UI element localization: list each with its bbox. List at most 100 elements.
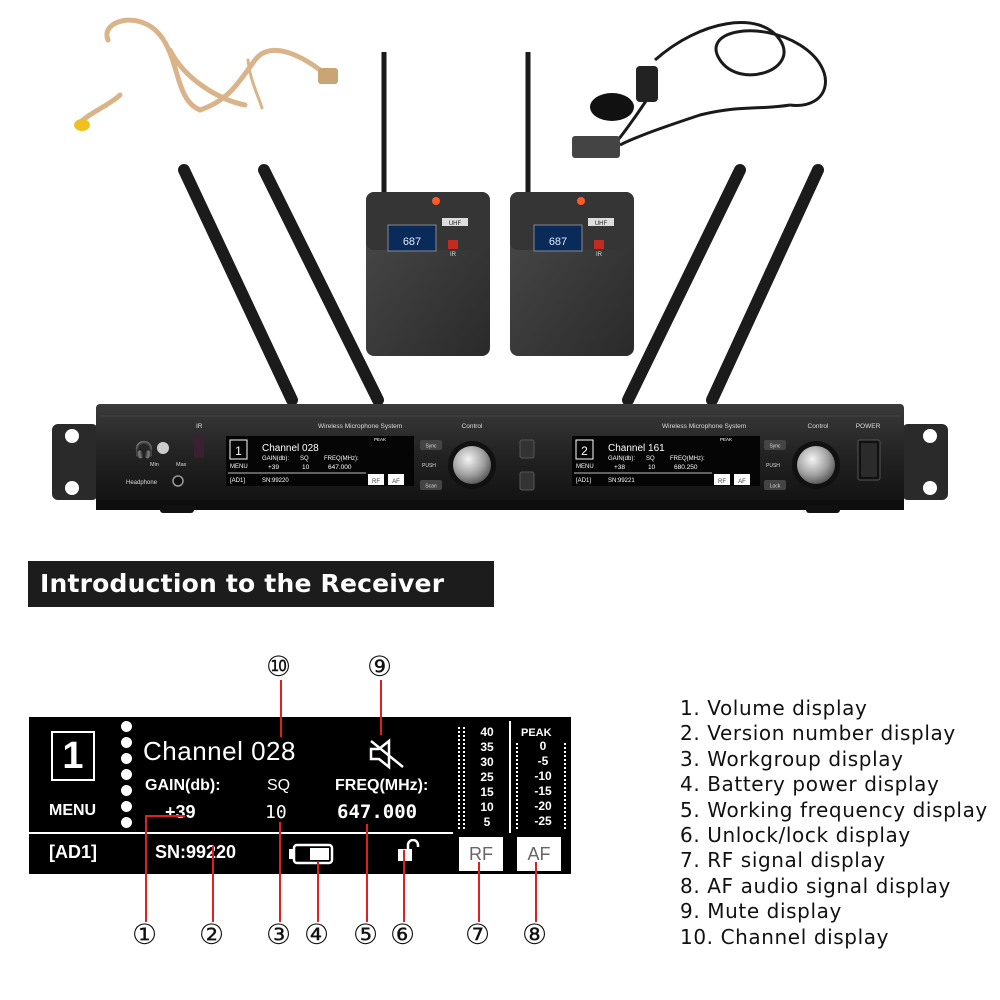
sync-label-right: Sync	[769, 444, 781, 450]
rf-scale-tick: 5	[483, 815, 491, 829]
callout-9: ⑨	[367, 650, 393, 683]
peak-label: PEAK	[521, 727, 552, 739]
mini-screen-sn: SN:99220	[262, 478, 289, 484]
mini-screen-gain: +38	[614, 464, 625, 471]
callout-8: ⑧	[522, 918, 548, 951]
volume-knob[interactable]	[157, 442, 169, 454]
transmitter-band-label: UHF	[595, 221, 608, 227]
transmitter-band-label: UHF	[449, 221, 462, 227]
freq-value: 647.000	[337, 801, 418, 823]
mini-screen-gain-label: GAIN(db):	[262, 456, 289, 462]
mini-screen-peak: PEAK	[720, 437, 732, 442]
rf-scale-tick: 35	[480, 740, 494, 754]
version-number-display: SN:99220	[155, 842, 237, 862]
callout-5: ⑤	[353, 918, 379, 951]
channel-number: 1	[62, 735, 84, 777]
gain-label: GAIN(db):	[145, 777, 221, 794]
rf-scale-tick: 25	[480, 770, 494, 784]
rf-label: RF	[469, 844, 493, 864]
af-box	[517, 837, 561, 871]
lavalier-windscreen-icon	[590, 93, 634, 121]
rack-receiver: Wireless Microphone System Wireless Micr…	[52, 404, 948, 513]
control-label-left: Control	[462, 423, 484, 430]
headphone-icon: 🎧	[134, 440, 154, 459]
headset-microphone	[75, 17, 323, 128]
scan-label-left: Scan	[425, 484, 437, 490]
mini-screen-sn: SN:99221	[608, 478, 635, 484]
callout-10: ⑩	[266, 650, 292, 683]
af-signal-meter: PEAK 0-5-10-15-20-25	[513, 725, 571, 835]
panel-title-right: Wireless Microphone System	[662, 423, 746, 430]
mini-screen-freq-label: FREQ(MHz):	[324, 456, 359, 462]
legend-item: 1. Volume display	[680, 696, 868, 720]
ir-label: IR	[196, 423, 203, 430]
legend-item: 9. Mute display	[680, 899, 842, 924]
headset-mic-capsule-icon	[74, 119, 90, 131]
sync-label-left: Sync	[425, 444, 437, 450]
sq-label: SQ	[267, 777, 291, 794]
mini-screen-menu: MENU	[230, 464, 248, 470]
lock-button-right[interactable]	[764, 480, 786, 490]
legend-item: 2. Version number display	[680, 721, 956, 746]
mini-screen-menu: MENU	[576, 464, 594, 470]
control-knob-left[interactable]	[453, 446, 491, 484]
headphone-jack[interactable]	[172, 475, 184, 487]
af-scale-tick: 0	[539, 739, 547, 753]
legend-item: 10. Channel display	[680, 924, 890, 949]
mini-screen-af: AF	[738, 479, 746, 485]
section-banner: Introduction to the Receiver Display	[28, 561, 494, 644]
legend-item: 3. Workgroup display	[680, 746, 904, 771]
mini-screen-sq: 10	[302, 464, 310, 471]
sync-button-left[interactable]	[420, 440, 442, 450]
mini-screen-sq-label: SQ	[646, 456, 655, 462]
mute-icon	[369, 738, 404, 770]
mini-screen-freq: 680.250	[674, 464, 698, 471]
mini-screen-rf: RF	[372, 479, 380, 485]
mini-screen-sq: 10	[648, 464, 656, 471]
legend-item: 6. Unlock/lock display	[680, 823, 911, 848]
callout-6: ⑥	[390, 918, 416, 951]
af-label: AF	[527, 844, 551, 864]
channel-display: Channel 028	[143, 736, 296, 766]
mini-screen-sq-label: SQ	[300, 456, 309, 462]
channel-number-box	[51, 731, 95, 781]
mini-screen-peak: PEAK	[374, 437, 386, 442]
mini-screen-channel: Channel 028	[262, 443, 319, 454]
max-label: Max	[176, 462, 187, 468]
af-scale-tick: -25	[534, 814, 552, 828]
legend-item: 4. Battery power display	[680, 772, 940, 797]
rf-scale-tick: 15	[480, 785, 494, 799]
callout-3: ③	[266, 918, 292, 951]
mini-screen-gain: +39	[268, 464, 279, 471]
af-scale-tick: -10	[534, 769, 552, 783]
power-switch[interactable]	[861, 443, 877, 477]
center-button-bottom[interactable]	[519, 471, 535, 491]
sync-button-right[interactable]	[764, 440, 786, 450]
product-photo: 687 IR UHF 687 IR UHF Wireless Microphon…	[52, 17, 948, 513]
receiver-display: 1 MENU Channel 028 GAIN(db): SQ FREQ(MHz…	[29, 717, 571, 874]
mini-screen-freq: 647.000	[328, 464, 352, 471]
mini-screen-freq-label: FREQ(MHz):	[670, 456, 705, 462]
headphone-label: Headphone	[126, 480, 158, 486]
callout-7: ⑦	[465, 918, 491, 951]
af-scale-tick: -15	[534, 784, 552, 798]
center-button-top[interactable]	[519, 439, 535, 459]
bodypack-transmitter-1: 687 IR UHF	[366, 52, 490, 356]
control-knob-right[interactable]	[797, 446, 835, 484]
legend-item: 5. Working frequency display	[680, 797, 988, 822]
mini-screen-workgroup: [AD1]	[230, 478, 245, 484]
receiver-antennas	[178, 164, 824, 406]
scan-button-left[interactable]	[420, 480, 442, 490]
panel-title-left: Wireless Microphone System	[318, 423, 402, 430]
rf-scale-tick: 10	[480, 800, 494, 814]
sq-value: 10	[265, 802, 287, 823]
callout-1: ①	[132, 918, 158, 951]
af-scale-tick: -20	[534, 799, 552, 813]
lavalier-connector	[572, 136, 620, 158]
mini-screen-af: AF	[392, 479, 400, 485]
callout-2: ②	[199, 918, 225, 951]
mini-screen-workgroup: [AD1]	[576, 478, 591, 484]
mini-xlr-connector	[318, 68, 338, 84]
af-scale-tick: -5	[537, 754, 549, 768]
